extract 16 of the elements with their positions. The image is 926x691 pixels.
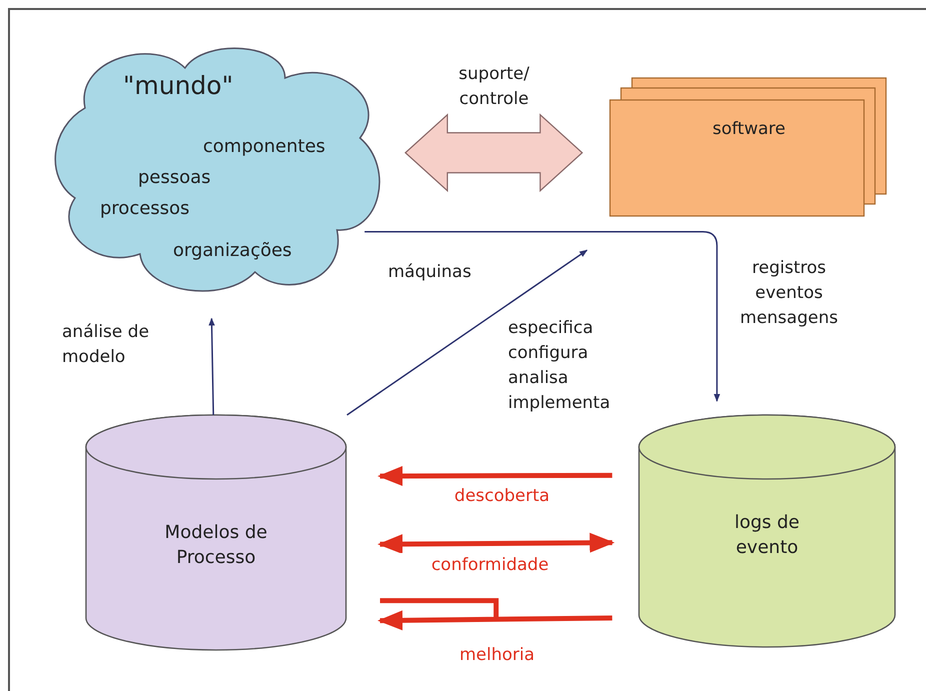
node-text: logs de evento xyxy=(733,511,801,560)
node-text: organizações xyxy=(173,239,292,263)
arrow xyxy=(364,231,720,402)
arrow xyxy=(208,318,215,416)
arrow xyxy=(378,466,612,486)
node-text: componentes xyxy=(203,135,326,159)
node-text: software xyxy=(711,118,786,141)
arrow xyxy=(346,250,588,416)
node-text: "mundo" xyxy=(123,70,234,102)
arrow xyxy=(378,598,615,630)
arrow xyxy=(404,113,584,192)
beside-text: máquinas xyxy=(388,262,472,282)
node-text: Modelos de Processo xyxy=(164,521,268,570)
node-text: processos xyxy=(100,197,190,221)
arrow xyxy=(378,532,615,554)
node-text: pessoas xyxy=(138,166,211,190)
